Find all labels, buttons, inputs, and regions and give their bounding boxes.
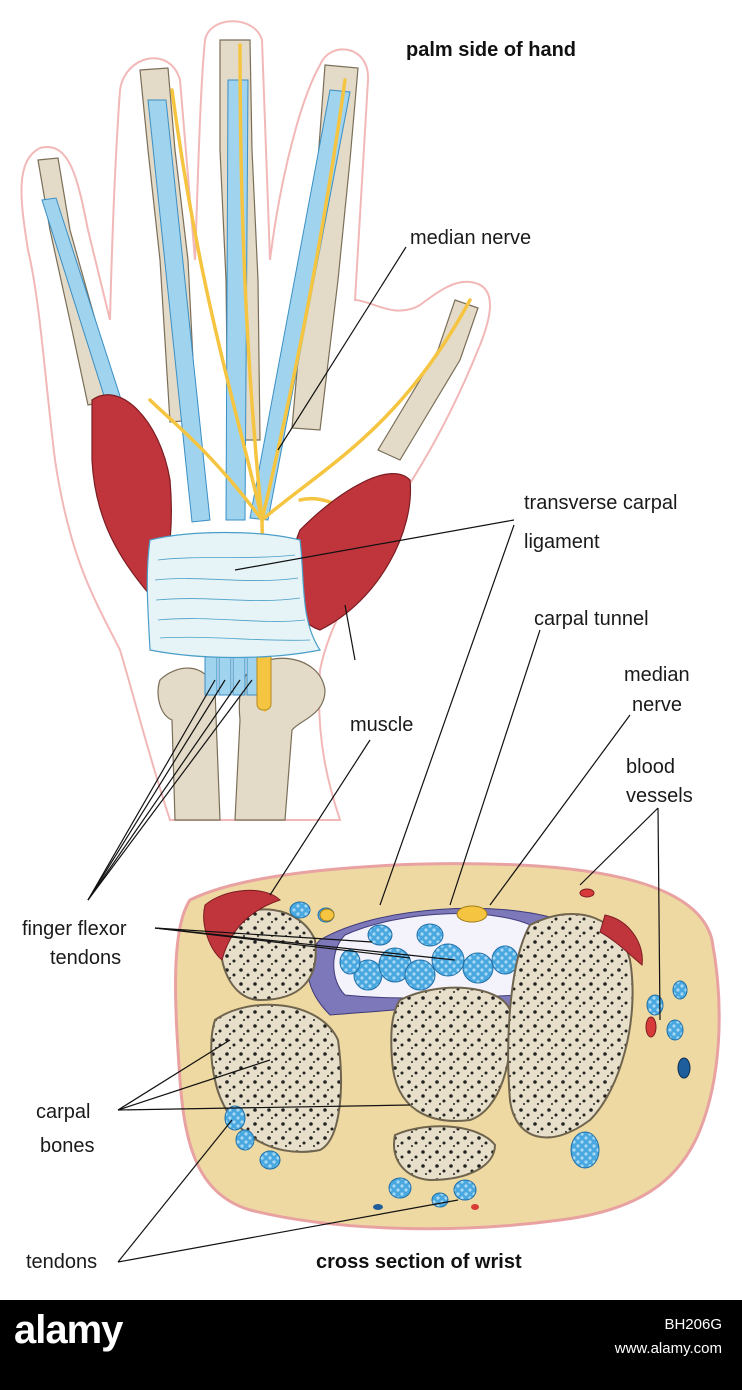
label-blood-vessels-1: blood [626, 756, 675, 778]
cross-blood-vessels [373, 888, 691, 1210]
label-carpal-bones-2: bones [40, 1135, 95, 1157]
watermark-url: www.alamy.com [614, 1340, 722, 1357]
label-carpal-tunnel: carpal tunnel [534, 608, 649, 630]
watermark-image-id: BH206G [664, 1316, 722, 1333]
label-finger-flexor-1: finger flexor [22, 918, 127, 940]
label-median-nerve-2b: nerve [632, 694, 682, 716]
label-cross-section: cross section of wrist [316, 1251, 522, 1273]
label-median-nerve-2a: median [624, 664, 690, 686]
label-blood-vessels-2: vessels [626, 785, 693, 807]
label-median-nerve-top: median nerve [410, 227, 531, 249]
cross-muscle-right [599, 914, 643, 966]
outer-tendons [224, 901, 688, 1208]
diagram-labels: palm side of hand median nerve transvers… [22, 39, 693, 1273]
leader-lines [87, 246, 661, 1263]
wrist-anatomy-diagram: palm side of hand median nerve transvers… [20, 20, 721, 1273]
ligament-fibers [154, 554, 311, 641]
watermark-footer [0, 1300, 742, 1390]
median-nerve-branches [148, 43, 472, 712]
label-carpal-bones-1: carpal [36, 1101, 90, 1123]
tunnel-tendons [339, 923, 519, 991]
cross-median-nerve [456, 905, 488, 923]
wrist-cross-section [174, 862, 721, 1231]
label-tendons: tendons [26, 1251, 97, 1273]
hand-illustration [20, 20, 491, 821]
label-transverse-carpal-2: ligament [524, 531, 600, 553]
label-finger-flexor-2: tendons [50, 947, 121, 969]
label-transverse-carpal-1: transverse carpal [524, 492, 677, 514]
cross-yellow-nerve-small [319, 908, 335, 922]
watermark-logo: alamy [14, 1308, 123, 1352]
cross-muscle-left [203, 889, 281, 961]
label-palm-side: palm side of hand [406, 39, 576, 61]
label-muscle: muscle [350, 714, 413, 736]
transverse-carpal-ligament [146, 531, 321, 659]
